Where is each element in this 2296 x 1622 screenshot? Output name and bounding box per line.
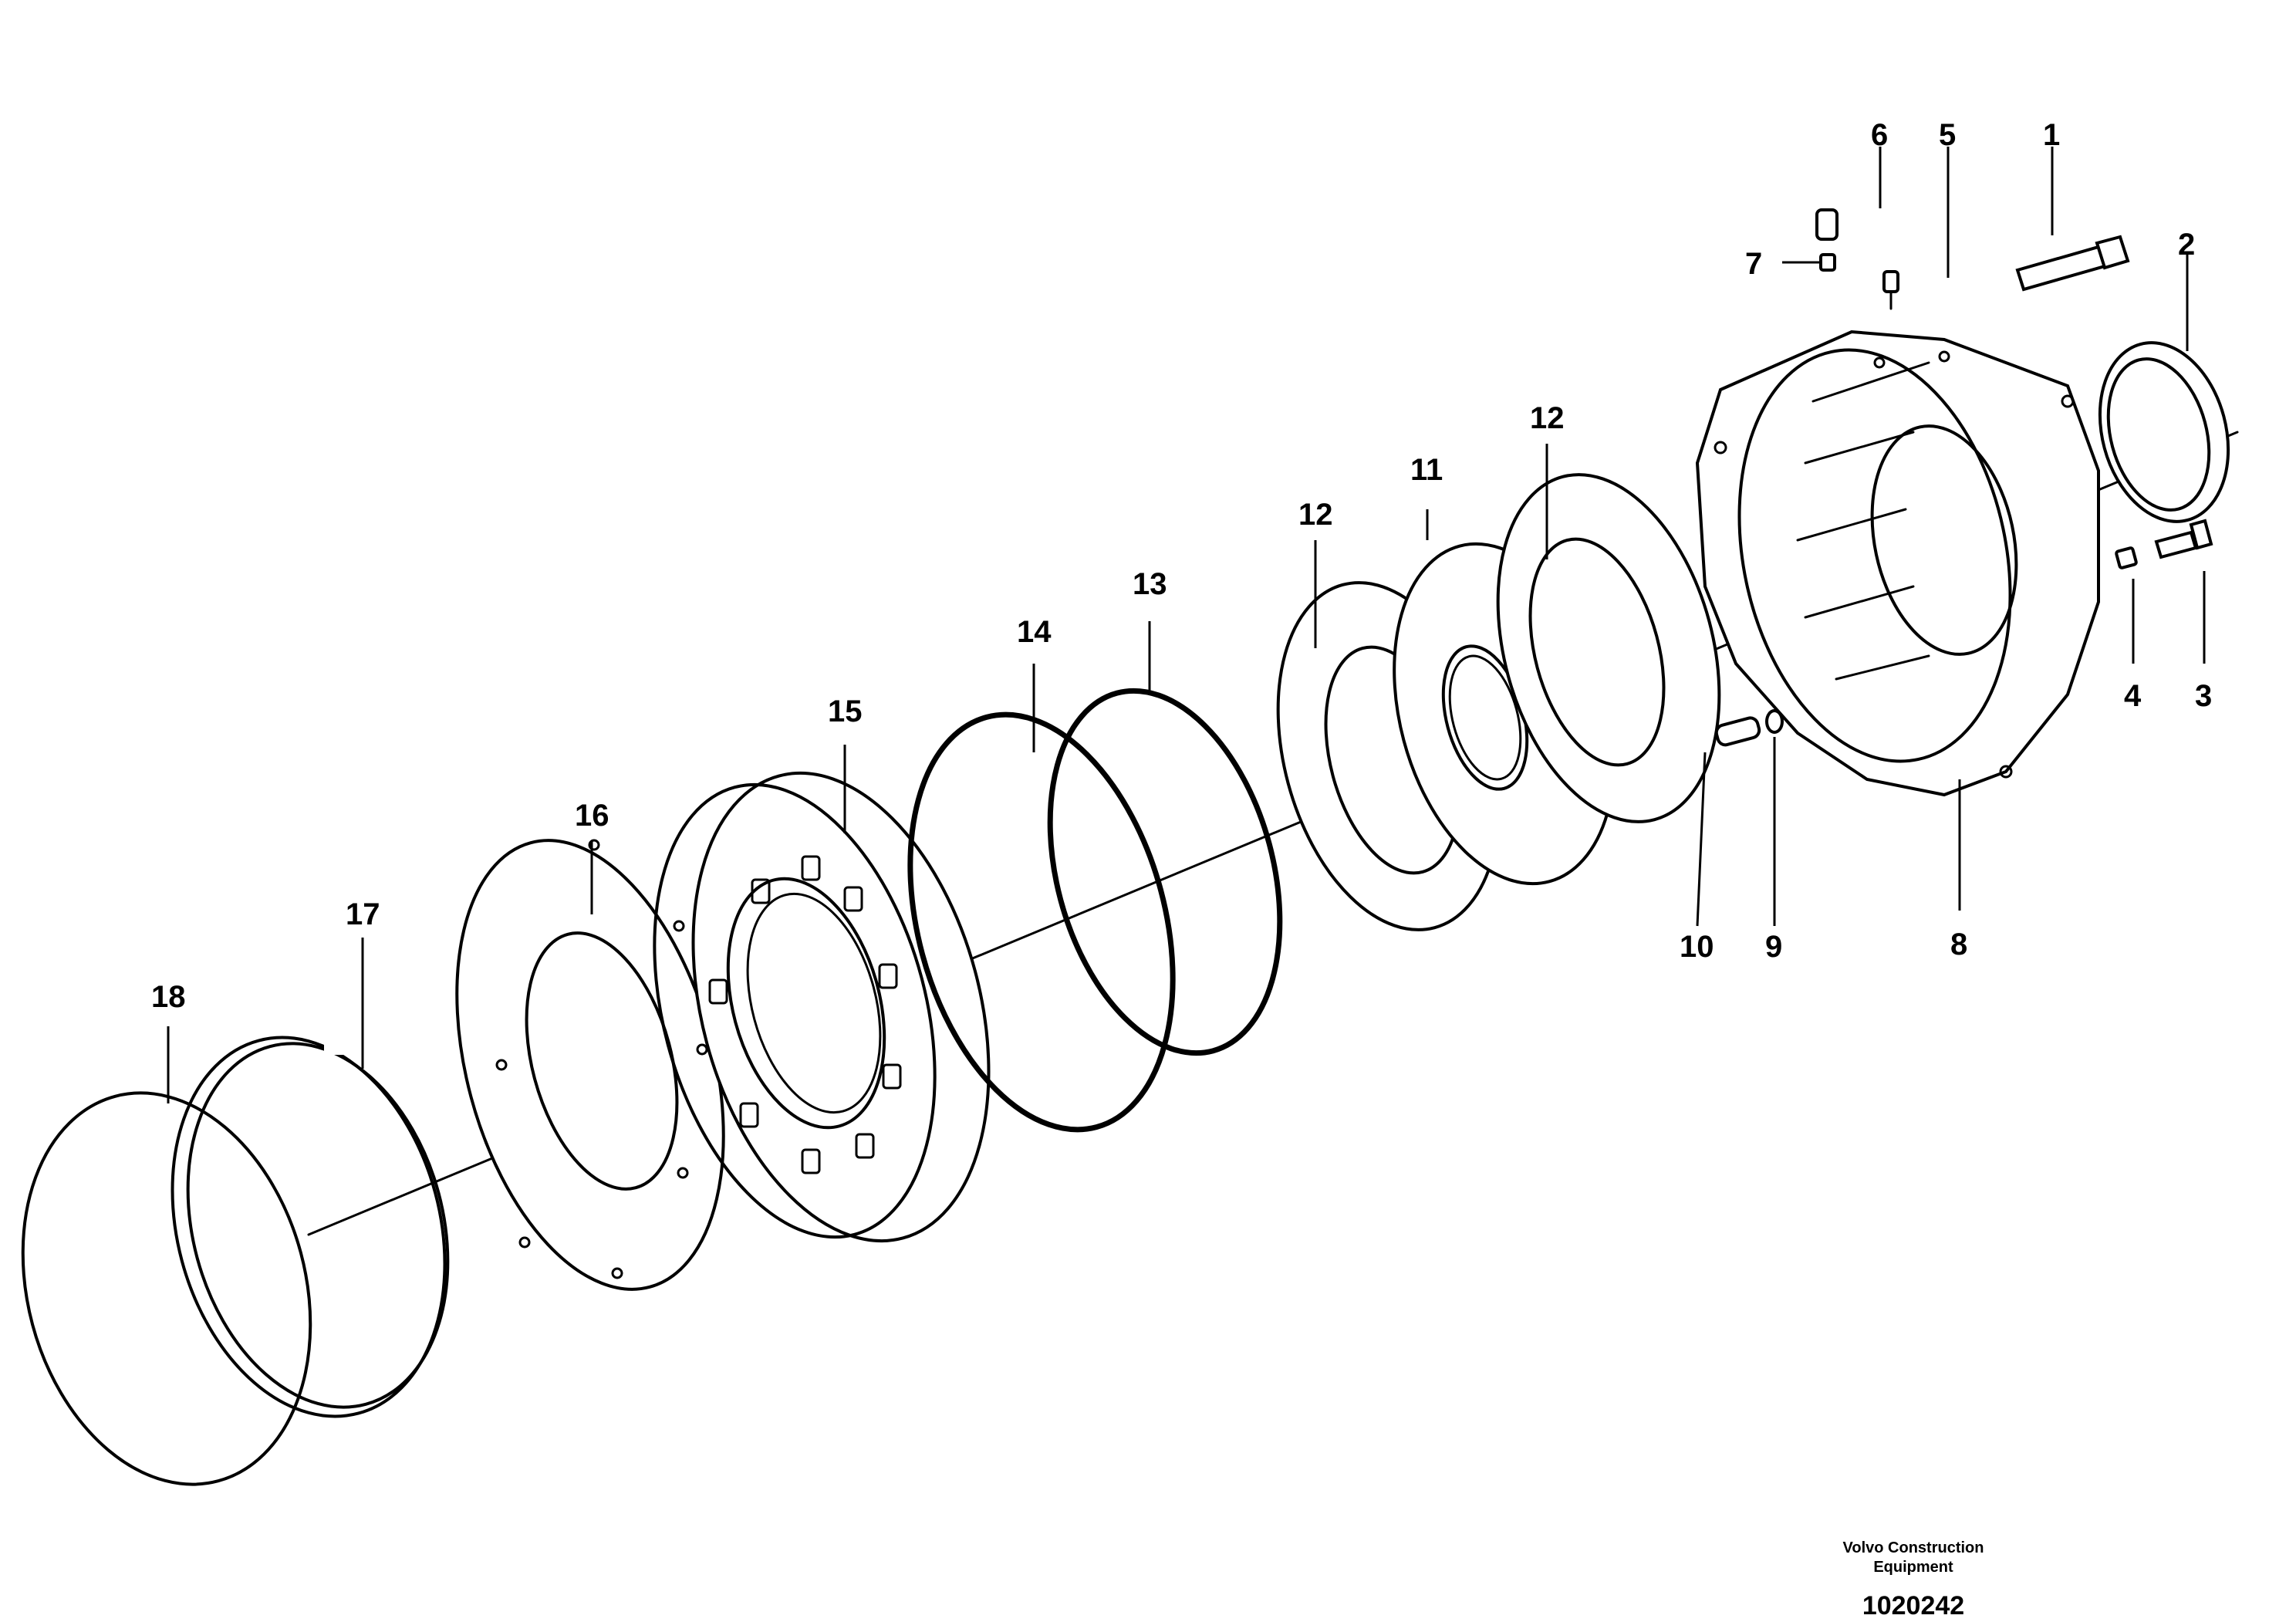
callout-7: 7 <box>1745 247 1762 281</box>
part-9-small-o-ring <box>1765 709 1784 734</box>
callout-labels: 1 2 3 4 5 6 7 8 9 10 11 12 12 13 14 15 1… <box>151 118 2212 1014</box>
part-18-ring <box>21 1091 312 1486</box>
part-3-screw <box>2154 519 2213 559</box>
callout-11: 11 <box>1410 453 1443 487</box>
part-5-bleed-nipple <box>1882 270 1899 310</box>
footer: Volvo Construction Equipment 1020242 <box>1843 1539 1984 1620</box>
callout-9: 9 <box>1765 930 1782 964</box>
part-1-bolt <box>2015 235 2130 292</box>
part-17-snap-ring <box>171 1036 450 1418</box>
callout-6: 6 <box>1871 118 1888 152</box>
footer-company-line2: Equipment <box>1873 1559 1953 1576</box>
callout-12-front: 12 <box>1298 498 1333 532</box>
callout-5: 5 <box>1939 118 1956 152</box>
callout-16: 16 <box>575 799 609 833</box>
callout-4: 4 <box>2124 679 2142 713</box>
figure-number: 1020242 <box>1862 1591 1964 1620</box>
part-12-friction-disc-rear <box>1496 473 1721 823</box>
part-7-washer <box>1819 253 1836 272</box>
callout-15: 15 <box>828 694 863 728</box>
part-10-pin <box>1714 716 1761 747</box>
callout-13: 13 <box>1133 567 1167 601</box>
part-14-o-ring <box>907 711 1176 1133</box>
part-13-o-ring <box>1047 688 1283 1056</box>
callout-3: 3 <box>2195 679 2212 713</box>
part-16-bolt-holes <box>495 839 708 1279</box>
part-8-brake-housing <box>1695 329 2100 797</box>
callout-2: 2 <box>2178 228 2195 262</box>
callout-14: 14 <box>1017 615 1052 649</box>
callout-12-rear: 12 <box>1530 401 1565 435</box>
callout-18: 18 <box>151 980 186 1014</box>
callout-10: 10 <box>1680 930 1714 964</box>
footer-company-line1: Volvo Construction <box>1843 1539 1984 1556</box>
part-15-slots <box>708 855 902 1174</box>
part-4-nut <box>2115 546 2138 569</box>
callout-1: 1 <box>2043 118 2060 152</box>
callout-8: 8 <box>1950 928 1967 961</box>
part-15-piston-plate <box>653 771 991 1243</box>
callout-17: 17 <box>346 897 380 931</box>
part-6-plug <box>1815 208 1838 241</box>
leader-lines <box>167 147 2206 1103</box>
part-2-seal-ring <box>2098 341 2230 523</box>
